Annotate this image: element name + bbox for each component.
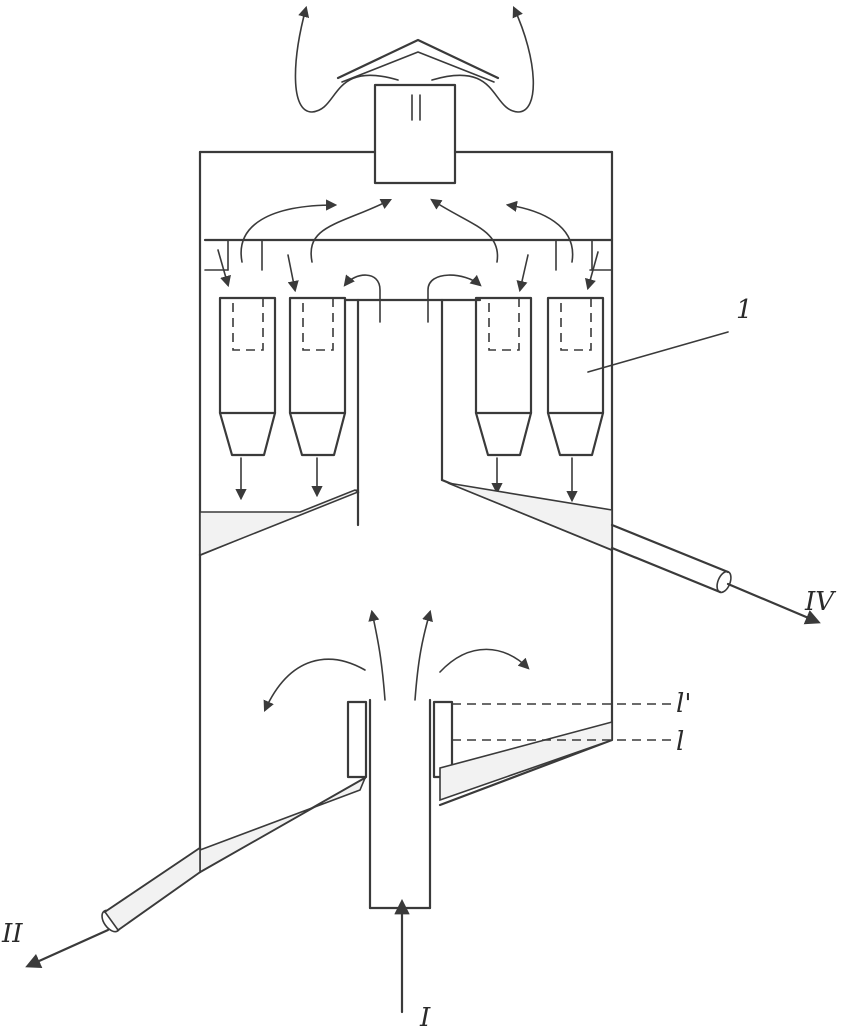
cyclone-4 (546, 296, 605, 503)
central-riser (343, 298, 482, 527)
fines-discharge-pipe (610, 523, 821, 625)
cyclone-deck (203, 238, 614, 271)
exhaust-stack (373, 83, 457, 185)
label-cyclone: 1 (736, 295, 753, 325)
exhaust-flow-arrows (294, 5, 535, 113)
lower-hopper (198, 690, 614, 874)
upper-hopper (198, 478, 614, 557)
cyclone-1 (218, 296, 277, 501)
exhaust-hood (336, 38, 500, 83)
cyclone-3 (474, 296, 533, 495)
cyclone-leader-line (587, 331, 729, 373)
gas-flow-arrows (217, 198, 599, 323)
cyclone-2 (288, 296, 347, 498)
underflow-discharge-pipe (25, 846, 202, 968)
label-level-upper: l' (676, 689, 691, 719)
level-indicators (452, 703, 672, 741)
inlet-flow-arrows (263, 609, 530, 1014)
inlet-pipe (346, 698, 454, 910)
label-level-lower: l (676, 727, 684, 757)
label-fines-outlet: IV (804, 587, 836, 617)
label-underflow-outlet: II (1, 919, 23, 949)
label-inlet: I (419, 1003, 431, 1032)
